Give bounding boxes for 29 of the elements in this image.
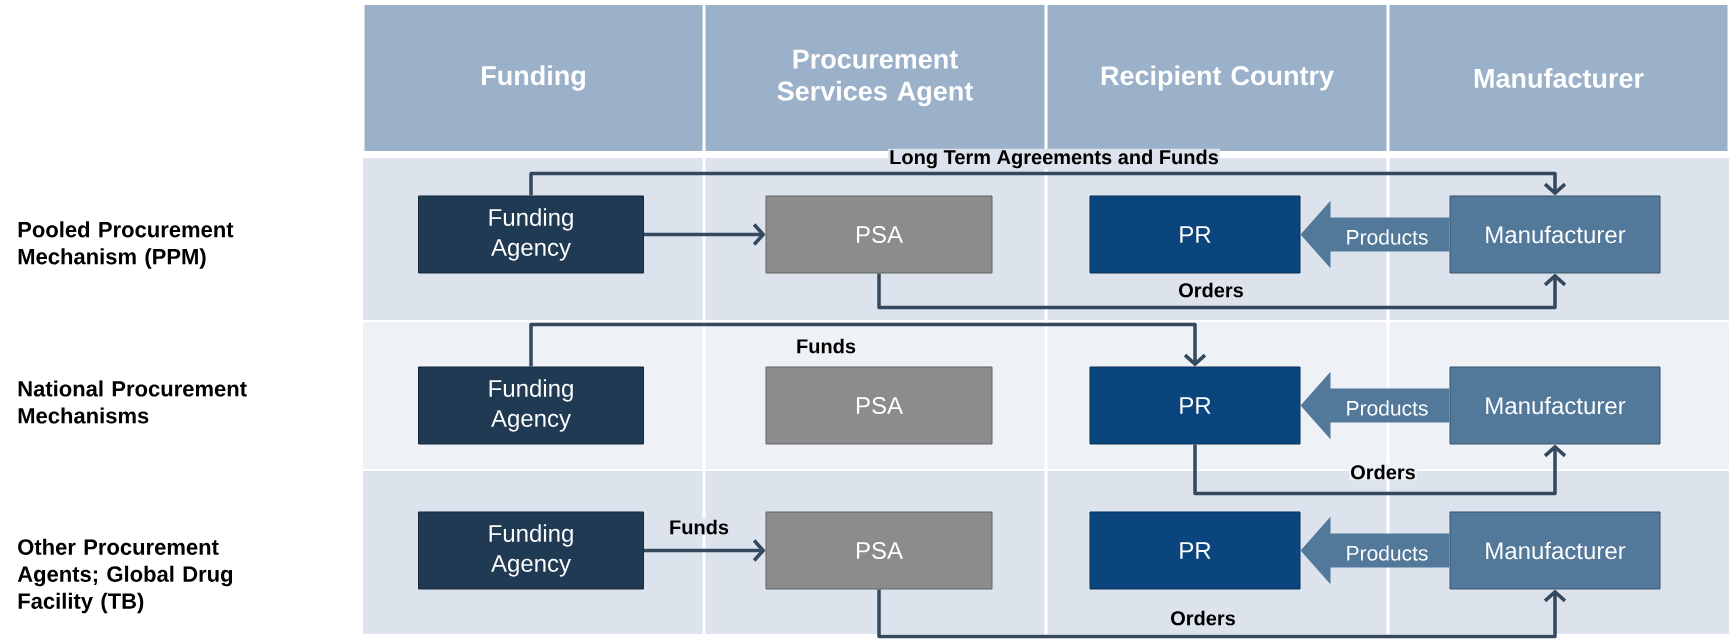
process-box: PR xyxy=(1089,366,1301,445)
edge-label: Long Term Agreements and Funds xyxy=(888,148,1220,170)
process-box: Funding Agency xyxy=(418,195,644,274)
arrow xyxy=(877,273,1567,310)
row-label: Other Procurement Agents; Global Drug Facility (TB) xyxy=(17,538,233,614)
row-label: National Procurement Mechanisms xyxy=(18,380,247,424)
process-box: PSA xyxy=(765,195,993,274)
arrow xyxy=(529,171,1567,196)
process-box: Manufacturer xyxy=(1449,511,1661,590)
column-header: Procurement Services Agent xyxy=(705,5,1045,151)
arrow xyxy=(877,589,1567,639)
arrow xyxy=(644,223,766,246)
process-box: PR xyxy=(1089,511,1301,590)
column-header: Funding xyxy=(364,5,703,151)
process-box: PSA xyxy=(765,366,993,445)
arrow xyxy=(529,322,1207,367)
process-box: Manufacturer xyxy=(1449,195,1661,274)
process-box: Manufacturer xyxy=(1449,366,1661,445)
row-label: Pooled Procurement Mechanism (PPM) xyxy=(18,221,234,269)
edge-label: Products xyxy=(1347,545,1428,561)
column-header: Manufacturer xyxy=(1389,5,1728,151)
arrow xyxy=(644,539,766,562)
process-box: PR xyxy=(1089,195,1301,274)
process-box: Funding Agency xyxy=(418,511,644,590)
edge-label: Products xyxy=(1347,400,1428,416)
edge-label: Products xyxy=(1347,229,1428,245)
process-box: PSA xyxy=(765,511,993,590)
arrow xyxy=(1193,444,1567,496)
process-box: Funding Agency xyxy=(418,366,644,445)
